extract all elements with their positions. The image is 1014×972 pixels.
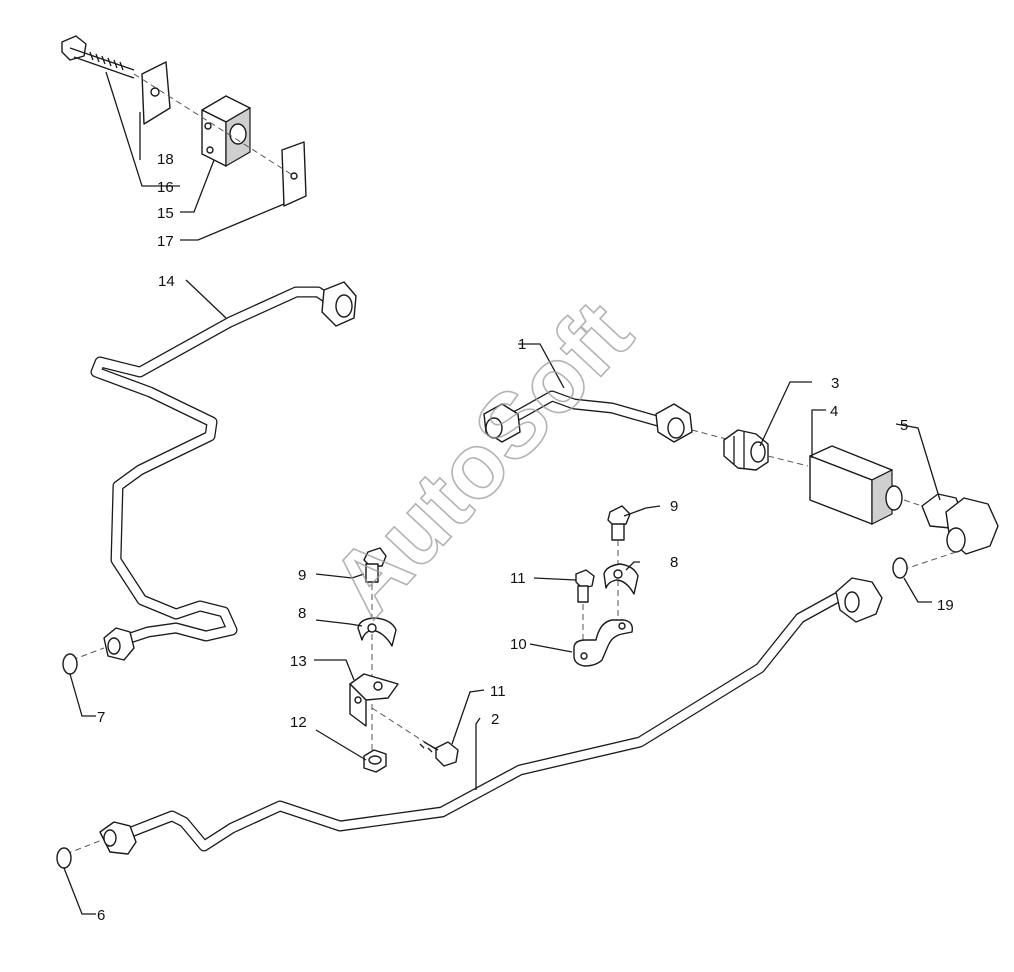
filter-4 — [809, 445, 903, 525]
o-ring-7 — [62, 653, 78, 675]
callout-6: 6 — [97, 907, 105, 924]
watermark-text: AutoSoft — [312, 282, 651, 636]
callout-3: 3 — [831, 375, 839, 392]
callout-11-lower: 11 — [490, 683, 506, 700]
callout-15: 15 — [157, 205, 174, 222]
o-ring-6 — [56, 847, 72, 869]
o-ring-19 — [892, 557, 908, 579]
leader-lines — [63, 71, 941, 915]
callout-1: 1 — [518, 336, 526, 353]
callout-19: 19 — [937, 597, 954, 614]
callout-11-right: 11 — [510, 570, 526, 587]
callout-4: 4 — [830, 403, 838, 420]
elbow-5 — [921, 493, 999, 555]
callout-labels: 1 2 3 4 5 6 7 8 8 9 9 10 11 11 12 13 14 … — [97, 151, 954, 924]
callout-9-right: 9 — [670, 498, 678, 515]
pipe-2 — [65, 577, 883, 855]
clamp-group-right — [573, 505, 639, 667]
clamp-group-left — [349, 547, 459, 773]
callout-12: 12 — [290, 714, 307, 731]
callout-13: 13 — [290, 653, 307, 670]
callout-18: 18 — [157, 151, 174, 168]
bracket-assembly — [61, 35, 307, 207]
callout-14: 14 — [158, 273, 175, 290]
union-3 — [723, 429, 769, 471]
callout-8-right: 8 — [670, 554, 678, 571]
callout-5: 5 — [900, 417, 908, 434]
pipe-14 — [71, 281, 357, 661]
callout-8-left: 8 — [298, 605, 306, 622]
callout-7: 7 — [97, 709, 105, 726]
pipe-1 — [483, 390, 693, 443]
bolt-16 — [61, 35, 135, 79]
callout-2: 2 — [491, 711, 499, 728]
callout-16: 16 — [157, 179, 174, 196]
callout-10: 10 — [510, 636, 527, 653]
block-15 — [201, 95, 251, 168]
callout-9-left: 9 — [298, 567, 306, 584]
callout-17: 17 — [157, 233, 174, 250]
